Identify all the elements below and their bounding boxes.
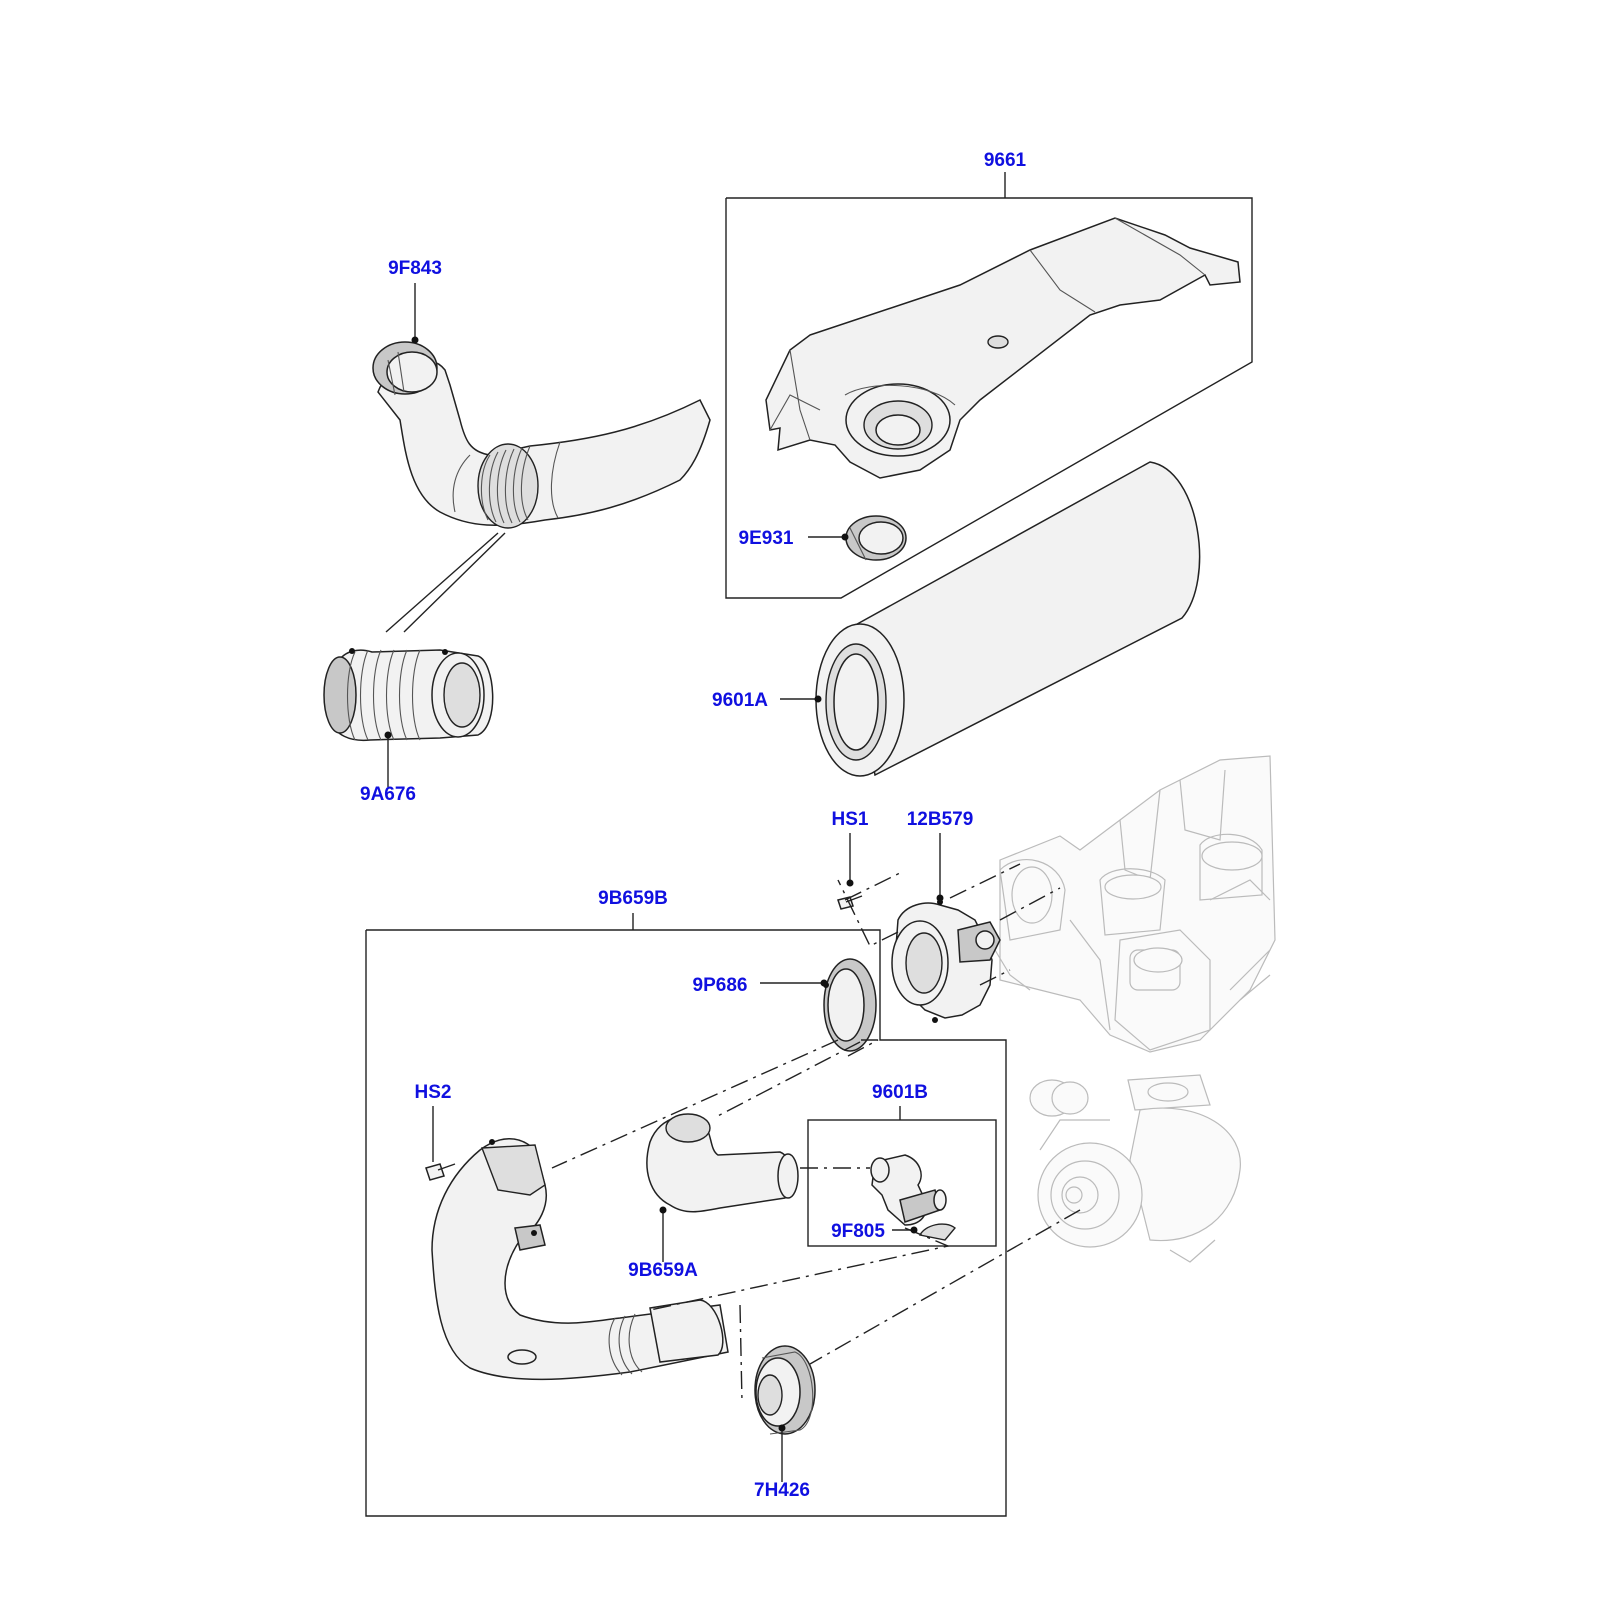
detail-callout-lines (385, 532, 506, 633)
label-9P686[interactable]: 9P686 (693, 975, 748, 996)
turbocharger-ghost (1029, 1074, 1241, 1263)
frame-9601B-group (807, 1106, 997, 1247)
leader-lines (384, 283, 944, 1482)
lower-duct-part[interactable] (431, 1138, 729, 1381)
label-9601A[interactable]: 9601A (712, 690, 768, 711)
label-HS1[interactable]: HS1 (832, 809, 869, 830)
assembly-dash-lines (551, 863, 1081, 1403)
label-HS2[interactable]: HS2 (415, 1082, 452, 1103)
label-9F805[interactable]: 9F805 (831, 1221, 885, 1242)
air-cleaner-cover-part[interactable] (765, 217, 1241, 479)
label-12B579[interactable]: 12B579 (907, 809, 974, 830)
seal-9P686-part[interactable] (823, 958, 877, 1052)
seal-9E931-part[interactable] (845, 515, 907, 561)
clip-9F805-part[interactable] (918, 1223, 956, 1241)
label-9661[interactable]: 9661 (984, 150, 1027, 171)
label-7H426[interactable]: 7H426 (754, 1480, 810, 1501)
part-number-labels: 9661 9F843 9E931 9601A 9A676 HS1 12B579 … (360, 150, 1027, 1501)
breather-hose-part[interactable] (646, 1113, 799, 1213)
frame-9661-group (725, 172, 1253, 599)
air-filter-element-part[interactable] (815, 461, 1201, 777)
seal-7H426-part[interactable] (754, 1345, 816, 1435)
frame-9B659B-group (365, 913, 1007, 1517)
label-9E931[interactable]: 9E931 (739, 528, 794, 549)
intake-duct-part[interactable] (372, 341, 711, 529)
engine-block-ghost (994, 755, 1276, 1053)
bolt-HS2-part[interactable] (425, 1163, 456, 1181)
breather-valve-part[interactable] (870, 1154, 947, 1226)
throttle-body-part[interactable] (891, 899, 1001, 1023)
label-9F843[interactable]: 9F843 (388, 258, 442, 279)
label-9601B[interactable]: 9601B (872, 1082, 928, 1103)
label-9B659B[interactable]: 9B659B (598, 888, 668, 909)
label-9A676[interactable]: 9A676 (360, 784, 416, 805)
bellows-9A676-part[interactable] (323, 648, 494, 742)
label-9B659A[interactable]: 9B659A (628, 1260, 698, 1281)
